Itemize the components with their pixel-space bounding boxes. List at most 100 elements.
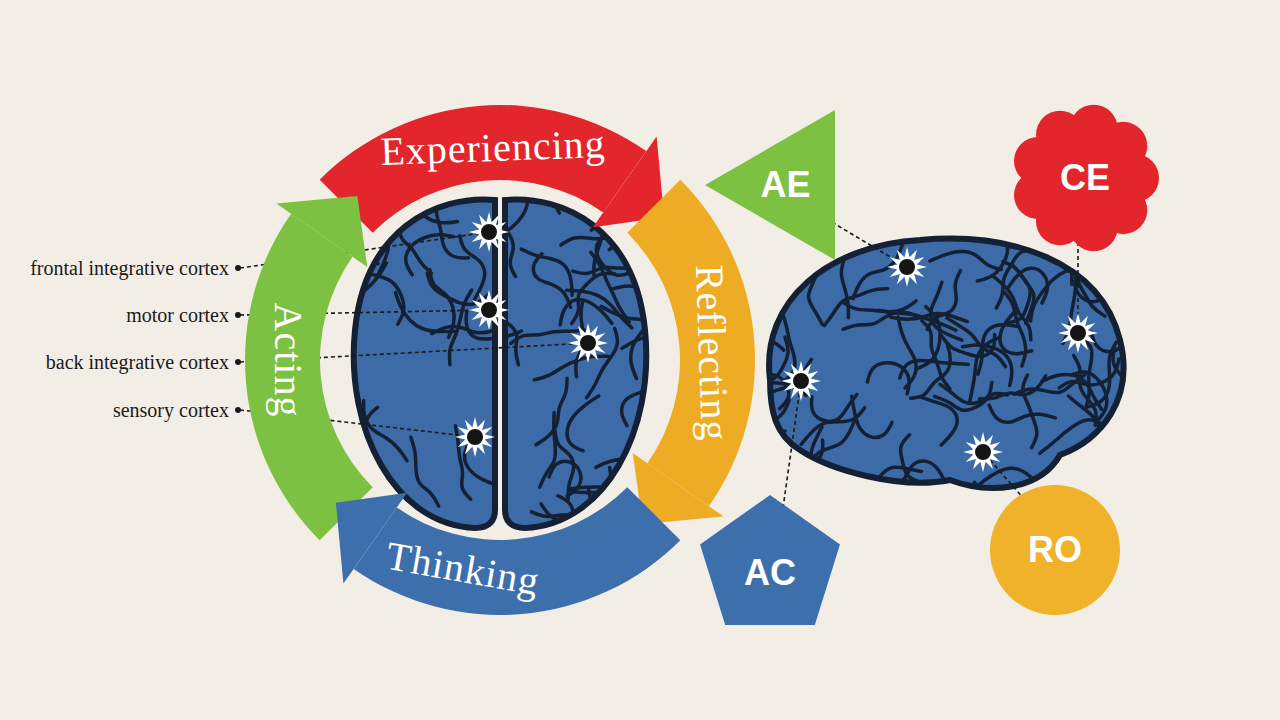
brain-fold	[811, 395, 856, 422]
brain-fold	[1075, 267, 1119, 302]
brain-fold	[521, 249, 572, 295]
brain-fold	[610, 467, 628, 543]
brain-fold	[922, 321, 950, 390]
starburst-dot	[466, 428, 484, 446]
brain-fold	[615, 484, 672, 509]
stage-label: Reflecting	[689, 264, 735, 442]
ce-cloud: CE	[1010, 103, 1160, 253]
reflecting-arrow: Reflecting	[215, 75, 785, 645]
brain-fold	[631, 307, 649, 379]
brain-fold	[560, 299, 612, 325]
brain-fold	[615, 484, 643, 556]
brain-fold	[352, 407, 378, 476]
starburst	[887, 247, 927, 287]
leader-dot	[235, 312, 241, 318]
brain-fold	[427, 273, 488, 304]
brain-fold	[900, 361, 969, 378]
region-label: sensory cortex	[113, 399, 229, 421]
brain-fold	[974, 482, 988, 556]
starburst-rays	[568, 323, 608, 363]
starburst	[568, 323, 608, 363]
triangle	[705, 110, 835, 260]
arrow-band	[627, 180, 755, 507]
experiencing-arrow: Experiencing	[215, 75, 785, 645]
brain-fold	[325, 263, 386, 299]
arrow-head	[276, 196, 367, 267]
brain-fold	[980, 376, 1046, 399]
brain-fold	[927, 271, 960, 330]
brain-fold	[970, 490, 982, 567]
brain-fold	[920, 397, 957, 445]
brain-fold	[977, 221, 1009, 281]
starburst-rays	[1058, 313, 1098, 353]
brain-fold	[930, 251, 1001, 269]
starburst-dot	[974, 443, 992, 461]
brain-fold	[942, 334, 995, 356]
brain-fold	[364, 400, 407, 460]
thinking-arrow: Thinking	[215, 75, 785, 645]
brain-fold	[1023, 375, 1037, 447]
mode-label: RO	[1028, 532, 1082, 568]
brain-fold	[890, 313, 967, 321]
stage-label: Experiencing	[379, 124, 606, 172]
brain-fold	[809, 254, 827, 325]
brain-fold	[534, 356, 608, 380]
starburst	[963, 432, 1003, 472]
arrow-shape	[215, 75, 785, 645]
brain-fold	[554, 147, 582, 213]
starburst-rays	[469, 212, 509, 252]
brain-fold	[967, 468, 1033, 496]
brain-fold	[852, 396, 892, 437]
ac-pentagon: AC	[700, 495, 840, 625]
brain-fold	[411, 437, 439, 506]
starburst-dot	[579, 334, 597, 352]
brain-fold	[567, 396, 599, 451]
acting-arrow: Acting	[215, 75, 785, 645]
starburst-rays	[781, 361, 821, 401]
mode-label: CE	[1060, 160, 1110, 196]
brain-fold	[436, 199, 468, 258]
ro-circle: RO	[990, 485, 1120, 615]
starburst-dot	[792, 372, 810, 390]
brain-fold	[1077, 248, 1105, 316]
leader-line	[240, 410, 475, 437]
region-label: motor cortex	[126, 304, 229, 326]
midline	[497, 200, 503, 525]
starburst-rays	[455, 417, 495, 457]
brain-fold	[310, 152, 373, 195]
brain-fold	[609, 241, 670, 267]
brain-fold	[860, 467, 921, 503]
brain-fold	[349, 503, 355, 580]
brain-fold	[584, 521, 616, 582]
brain-fold	[536, 378, 567, 445]
starburst-rays	[963, 432, 1003, 472]
brain-fold	[360, 205, 412, 253]
starburst-rays	[469, 290, 509, 330]
stage-label: Thinking	[384, 536, 543, 602]
starburst-dot	[898, 258, 916, 276]
brain-fold	[597, 501, 667, 523]
brain-fold	[634, 214, 660, 261]
arrow-shape	[215, 75, 785, 645]
starburst-rays	[887, 247, 927, 287]
brain-fold	[351, 221, 402, 274]
brain-fold	[901, 435, 936, 488]
leader-line	[240, 232, 489, 268]
mode-label: AE	[761, 167, 811, 203]
brain-fold	[632, 226, 646, 292]
brain-fold	[750, 337, 788, 381]
leader-lines	[240, 215, 1078, 515]
arrow-shape	[215, 75, 785, 645]
brain-markers	[455, 212, 1098, 472]
arrow-shape	[215, 75, 785, 645]
brain-fold	[811, 427, 838, 490]
brain-fold	[622, 372, 665, 426]
brain-folds	[310, 135, 698, 583]
starburst	[469, 290, 509, 330]
brain-fold	[538, 135, 572, 201]
leader-line	[782, 381, 801, 515]
starburst-dot	[480, 223, 498, 241]
starburst	[455, 417, 495, 457]
brain-fold	[555, 430, 574, 499]
brain-fold	[591, 224, 649, 254]
